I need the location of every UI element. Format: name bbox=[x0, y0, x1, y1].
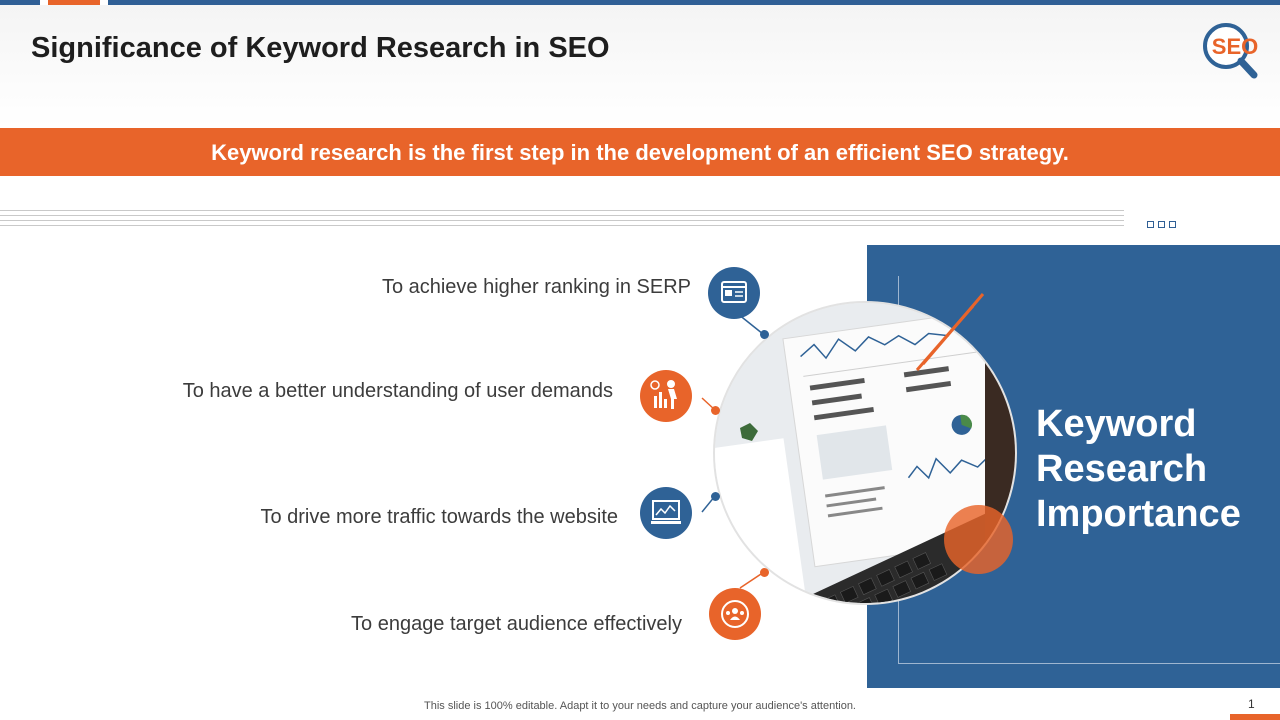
audience-target-icon bbox=[709, 588, 761, 640]
footer-note: This slide is 100% editable. Adapt it to… bbox=[424, 700, 856, 712]
decorative-squares bbox=[1147, 215, 1180, 233]
connector-lines bbox=[701, 313, 765, 589]
page-title: Significance of Keyword Research in SEO bbox=[31, 32, 610, 64]
panel-title: Keyword Research Importance bbox=[1036, 402, 1276, 537]
item-label-traffic: To drive more traffic towards the websit… bbox=[260, 506, 618, 528]
decorative-accent-lines bbox=[915, 293, 985, 371]
item-label-audience: To engage target audience effectively bbox=[351, 613, 682, 635]
traffic-monitor-icon bbox=[640, 487, 692, 539]
panel-title-line-3: Importance bbox=[1036, 493, 1241, 535]
connector-dot-4 bbox=[760, 568, 769, 577]
logo-text: SEO bbox=[1212, 34, 1258, 59]
connector-dot-2 bbox=[711, 406, 720, 415]
page-number: 1 bbox=[1248, 697, 1255, 711]
seo-magnifier-logo-icon: SEO bbox=[1203, 23, 1258, 79]
header-background bbox=[0, 5, 1280, 127]
user-demand-icon bbox=[640, 370, 692, 422]
top-accent-bar bbox=[0, 0, 1280, 5]
key-message-banner: Keyword research is the first step in th… bbox=[0, 128, 1280, 176]
decorative-orange-circle bbox=[944, 505, 1013, 574]
panel-title-line-1: Keyword bbox=[1036, 403, 1197, 445]
decorative-lines bbox=[0, 210, 1124, 230]
page-number-accent bbox=[1230, 714, 1280, 720]
item-label-user-demands: To have a better understanding of user d… bbox=[182, 380, 613, 402]
panel-title-line-2: Research bbox=[1036, 448, 1208, 490]
connector-dot-1 bbox=[760, 330, 769, 339]
item-label-ranking: To achieve higher ranking in SERP bbox=[381, 276, 691, 298]
web-ranking-icon bbox=[708, 267, 760, 319]
